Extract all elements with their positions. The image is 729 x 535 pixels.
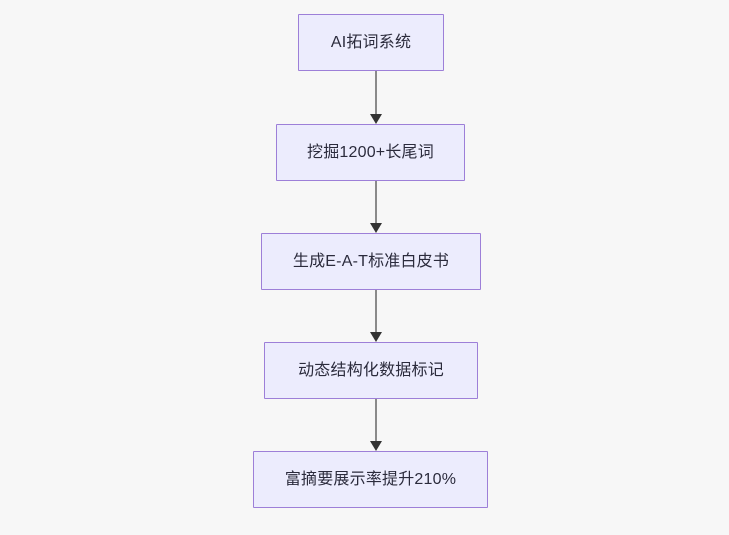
edge-node3-to-node4 <box>370 290 382 342</box>
flowchart-node-label: 富摘要展示率提升210% <box>284 470 457 488</box>
edge-node2-to-node3 <box>370 181 382 233</box>
flowchart-node-label: 生成E-A-T标准白皮书 <box>292 252 450 270</box>
flowchart-node-ai-keyword-system[interactable]: AI拓词系统 <box>298 14 444 71</box>
edge-arrowhead-icon <box>370 114 382 124</box>
flowchart-node-generate-eat-whitepaper[interactable]: 生成E-A-T标准白皮书 <box>261 233 481 290</box>
edge-line <box>375 398 377 441</box>
edge-line <box>375 71 377 114</box>
flowchart-node-label: 挖掘1200+长尾词 <box>307 143 434 161</box>
edge-node4-to-node5 <box>370 398 382 451</box>
flowchart-node-dynamic-structured-data-markup[interactable]: 动态结构化数据标记 <box>264 342 478 399</box>
flowchart-node-label: AI拓词系统 <box>330 33 412 51</box>
edge-arrowhead-icon <box>370 332 382 342</box>
edge-arrowhead-icon <box>370 441 382 451</box>
flowchart-node-label: 动态结构化数据标记 <box>298 361 444 379</box>
edge-node1-to-node2 <box>370 71 382 124</box>
edge-line <box>375 290 377 332</box>
flowchart-node-mine-longtail-keywords[interactable]: 挖掘1200+长尾词 <box>276 124 465 181</box>
edge-line <box>375 181 377 223</box>
flowchart-node-rich-snippet-impression-lift[interactable]: 富摘要展示率提升210% <box>253 451 488 508</box>
edge-arrowhead-icon <box>370 223 382 233</box>
